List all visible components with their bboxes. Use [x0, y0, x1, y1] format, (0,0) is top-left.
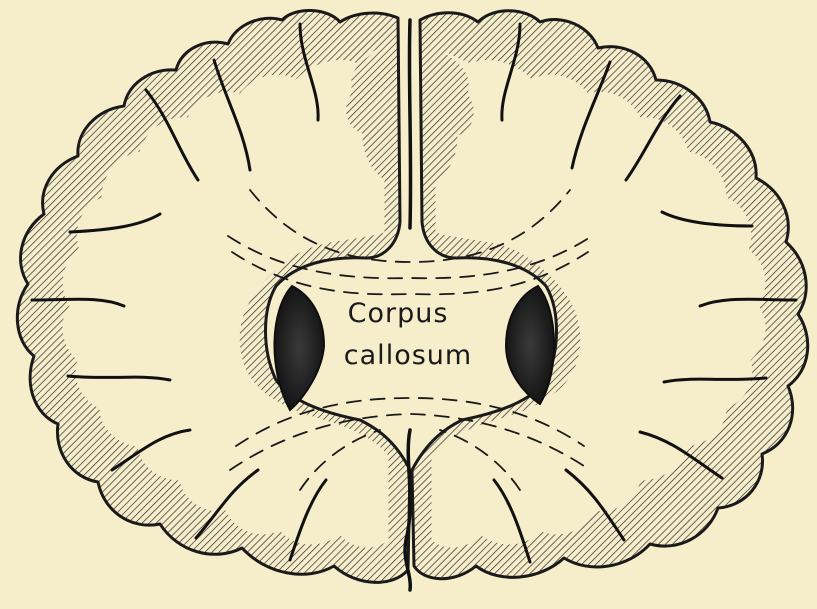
- left-hemisphere: [17, 10, 410, 582]
- right-hemisphere: [412, 11, 808, 579]
- right-lateral-ventricle: [506, 286, 554, 404]
- corpus-callosum-label-line-2: callosum: [344, 340, 472, 371]
- left-lateral-ventricle: [274, 286, 324, 410]
- corpus-callosum-label-line-1: Corpus: [348, 298, 449, 329]
